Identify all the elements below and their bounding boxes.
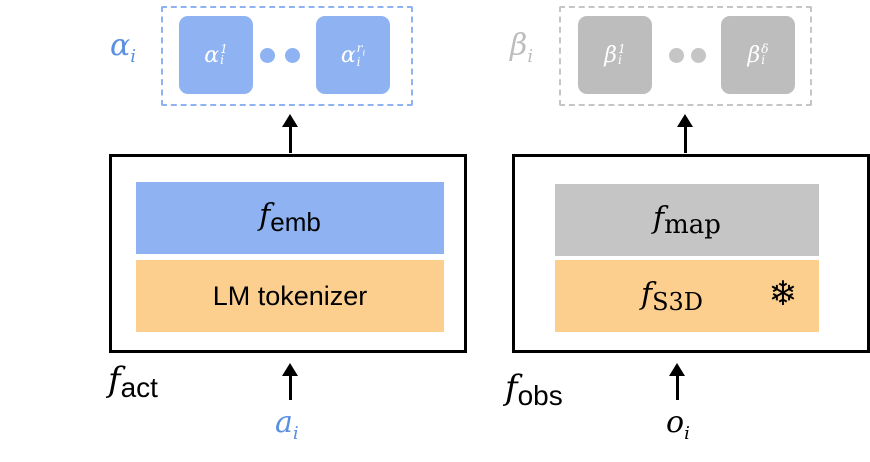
f-map-layer: fmap	[555, 184, 819, 256]
f-emb-layer: femb	[136, 182, 444, 254]
lm-tokenizer-layer: LM tokenizer	[136, 260, 444, 332]
ellipsis-dot	[669, 48, 684, 63]
output-arrow-left	[282, 114, 298, 153]
output-arrow-right	[677, 114, 693, 153]
ellipsis-dot	[691, 48, 706, 63]
f-obs-label: fobs	[505, 368, 563, 411]
f-act-module: femb LM tokenizer	[109, 154, 467, 353]
beta-group-label: βi	[510, 28, 534, 67]
input-arrow-left	[282, 363, 298, 400]
snowflake-icon: ❄	[768, 274, 798, 314]
f-act-label: fact	[108, 360, 158, 403]
ellipsis-dot	[260, 48, 275, 63]
input-a-i: ai	[275, 405, 299, 444]
input-o-i: oi	[666, 405, 690, 444]
ellipsis-dot	[285, 48, 300, 63]
f-s3d-layer: fS3D ❄	[555, 260, 819, 332]
f-obs-module: fmap fS3D ❄	[512, 154, 870, 353]
alpha-group-label: αi	[110, 28, 137, 67]
input-arrow-right	[669, 363, 685, 400]
